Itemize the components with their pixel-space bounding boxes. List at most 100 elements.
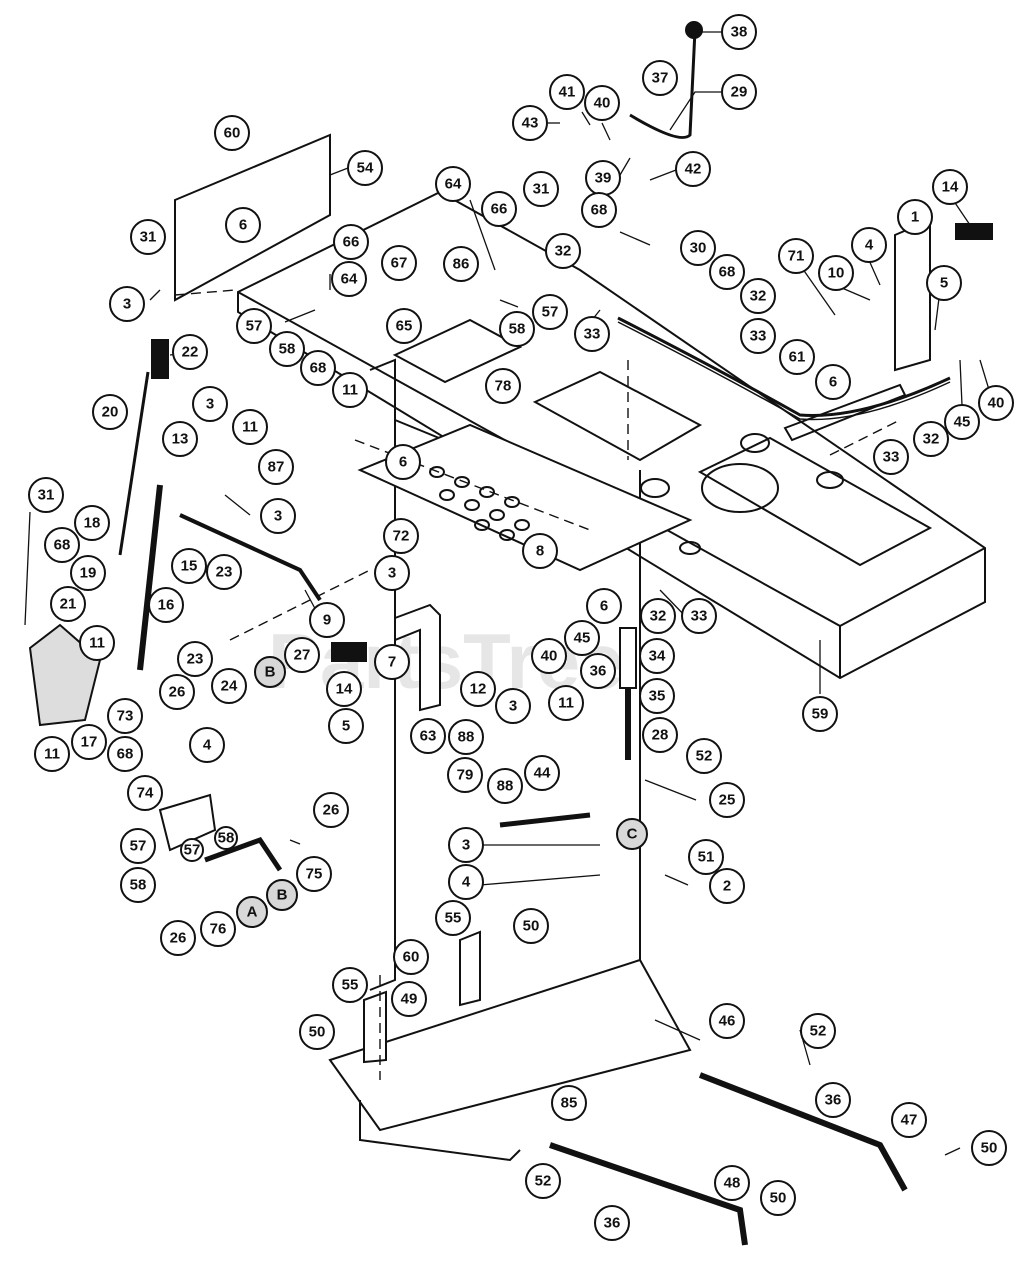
svg-text:13: 13 <box>172 431 189 448</box>
svg-text:14: 14 <box>942 179 959 196</box>
main-frame <box>238 192 985 678</box>
callout-40b: 40 <box>978 385 1014 421</box>
svg-text:23: 23 <box>216 564 233 581</box>
svg-text:5: 5 <box>940 275 948 292</box>
svg-text:14: 14 <box>336 681 353 698</box>
callout-36b: 36 <box>815 1082 851 1118</box>
callout-65: 65 <box>386 308 422 344</box>
callout-3c: 3 <box>260 498 296 534</box>
bracket-7 <box>395 605 440 710</box>
callout-68b: 68 <box>709 254 745 290</box>
svg-text:32: 32 <box>555 243 572 260</box>
svg-text:11: 11 <box>89 635 105 652</box>
callout-61: 61 <box>779 339 815 375</box>
callout-layer: 38 29 37 41 40 43 39 42 60 54 64 66 31 6… <box>28 14 1014 1241</box>
svg-text:38: 38 <box>731 24 748 41</box>
callout-16: 16 <box>148 587 184 623</box>
svg-text:68: 68 <box>719 264 736 281</box>
callout-31c: 31 <box>28 477 64 513</box>
svg-text:71: 71 <box>788 248 805 265</box>
callout-6b: 6 <box>815 364 851 400</box>
callout-40a: 40 <box>584 85 620 121</box>
svg-text:59: 59 <box>812 706 829 723</box>
spring-35 <box>620 628 636 688</box>
svg-text:54: 54 <box>357 160 374 177</box>
callout-33b: 33 <box>740 318 776 354</box>
svg-text:86: 86 <box>453 256 470 273</box>
callout-12: 12 <box>460 671 496 707</box>
callout-74: 74 <box>127 775 163 811</box>
callout-76: 76 <box>200 911 236 947</box>
callout-50c: 50 <box>971 1130 1007 1166</box>
svg-text:16: 16 <box>158 597 175 614</box>
pedal-pad-right <box>956 224 992 239</box>
svg-text:6: 6 <box>399 454 407 471</box>
callout-1: 1 <box>897 199 933 235</box>
svg-text:88: 88 <box>497 778 514 795</box>
callout-52b: 52 <box>800 1013 836 1049</box>
callout-8: 8 <box>522 533 558 569</box>
inline-small-labels: 57 58 <box>180 826 238 862</box>
callout-11d: 11 <box>548 685 584 721</box>
svg-text:3: 3 <box>123 296 131 313</box>
callout-20: 20 <box>92 394 128 430</box>
callout-45b: 45 <box>564 620 600 656</box>
link-48 <box>550 1145 745 1245</box>
svg-text:12: 12 <box>470 681 487 698</box>
svg-text:61: 61 <box>789 349 806 366</box>
svg-text:11: 11 <box>342 382 358 399</box>
svg-text:64: 64 <box>445 176 462 193</box>
callout-32d: 32 <box>640 598 676 634</box>
callout-50a: 50 <box>513 908 549 944</box>
svg-text:32: 32 <box>923 431 940 448</box>
callout-32c: 32 <box>913 421 949 457</box>
callout-30: 30 <box>680 230 716 266</box>
callout-11c: 11 <box>79 625 115 661</box>
svg-text:76: 76 <box>210 921 227 938</box>
svg-text:36: 36 <box>590 663 607 680</box>
svg-text:43: 43 <box>522 115 539 132</box>
svg-text:6: 6 <box>600 598 608 615</box>
letter-marker-a-1: A <box>236 896 268 928</box>
callout-57c: 57 <box>120 828 156 864</box>
callout-26c: 26 <box>160 920 196 956</box>
svg-text:58: 58 <box>218 830 235 847</box>
svg-text:57: 57 <box>184 842 201 859</box>
callout-43: 43 <box>512 105 548 141</box>
svg-text:68: 68 <box>591 202 608 219</box>
callout-68c: 68 <box>300 350 336 386</box>
svg-text:50: 50 <box>770 1190 787 1207</box>
link-47 <box>700 1075 905 1190</box>
letter-marker-c-1: C <box>616 818 648 850</box>
svg-text:44: 44 <box>534 765 551 782</box>
rod <box>120 372 148 555</box>
callout-3e: 3 <box>495 688 531 724</box>
svg-text:37: 37 <box>652 70 669 87</box>
svg-text:3: 3 <box>274 508 282 525</box>
svg-text:4: 4 <box>462 874 471 891</box>
callout-7: 7 <box>374 644 410 680</box>
callout-4c: 4 <box>448 864 484 900</box>
svg-text:40: 40 <box>988 395 1005 412</box>
svg-text:9: 9 <box>323 612 331 629</box>
svg-text:33: 33 <box>750 328 767 345</box>
svg-text:33: 33 <box>691 608 708 625</box>
callout-57a: 57 <box>236 308 272 344</box>
callout-36a: 36 <box>580 653 616 689</box>
svg-text:5: 5 <box>342 718 350 735</box>
svg-text:45: 45 <box>954 414 971 431</box>
svg-text:27: 27 <box>294 647 311 664</box>
svg-text:55: 55 <box>445 910 462 927</box>
callout-4b: 4 <box>189 727 225 763</box>
svg-text:72: 72 <box>393 528 410 545</box>
callout-78: 78 <box>485 368 521 404</box>
svg-text:C: C <box>627 826 638 843</box>
callout-2: 2 <box>709 868 745 904</box>
svg-text:11: 11 <box>44 746 60 763</box>
callout-33c: 33 <box>873 439 909 475</box>
svg-text:42: 42 <box>685 161 702 178</box>
svg-text:3: 3 <box>462 837 470 854</box>
svg-text:33: 33 <box>584 326 601 343</box>
svg-text:3: 3 <box>388 565 396 582</box>
svg-text:48: 48 <box>724 1175 741 1192</box>
